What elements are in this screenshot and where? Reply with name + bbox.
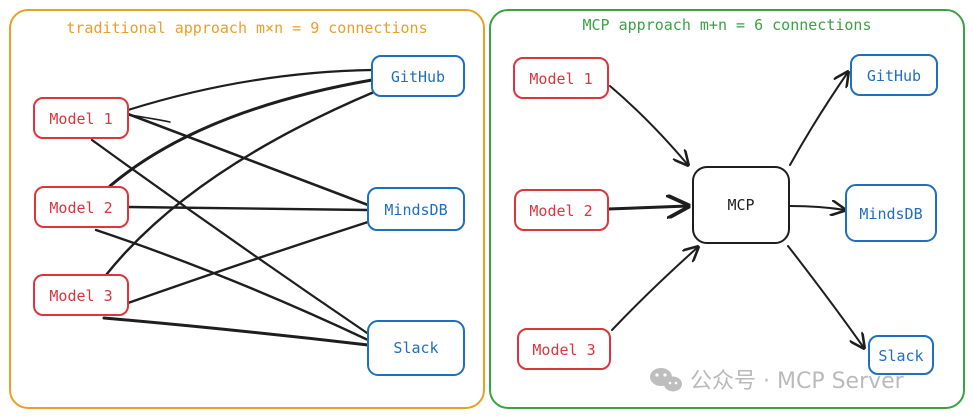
mcp-panel: MCP approach m+n = 6 connections Model 1… xyxy=(489,9,965,409)
model-box xyxy=(34,186,129,228)
tool-box xyxy=(845,184,937,242)
mcp-tool-mindsdb: MindsDB xyxy=(845,184,937,242)
mcp-tool-slack: Slack xyxy=(868,335,934,375)
arrow-mcp-mindsdb xyxy=(789,206,845,210)
model-label: Model 3 xyxy=(49,287,112,305)
arrow-model3-mcp xyxy=(611,247,698,331)
connection-model1-mindsdb xyxy=(126,112,370,207)
model-label: Model 3 xyxy=(532,341,595,359)
connection-model1-github xyxy=(126,68,374,112)
tool-box xyxy=(367,320,465,376)
connection-model2-github xyxy=(108,78,374,188)
arrow-mcp-slack xyxy=(787,245,864,348)
model-label: Model 1 xyxy=(529,70,592,88)
watermark: 公众号 · MCP Server xyxy=(650,368,905,394)
tool-label: GitHub xyxy=(867,67,921,85)
traditional-tool-github: GitHub xyxy=(371,55,465,97)
tool-label: Slack xyxy=(878,347,923,365)
arrow-model1-mcp xyxy=(609,85,688,165)
arrow-mcp-github xyxy=(789,72,848,166)
arrow-model2-mcp xyxy=(606,206,688,209)
mcp-connections xyxy=(606,72,864,348)
model-box xyxy=(514,189,609,231)
tool-box xyxy=(868,335,934,375)
hub-box xyxy=(692,166,790,244)
tool-box xyxy=(850,54,938,96)
traditional-model-3: Model 3 xyxy=(33,274,129,316)
mcp-tool-github: GitHub xyxy=(850,54,938,96)
mcp-hub: MCP xyxy=(692,166,790,244)
mcp-model-2: Model 2 xyxy=(514,189,609,231)
tool-box xyxy=(367,187,465,231)
model-box xyxy=(513,57,609,99)
traditional-connections xyxy=(90,68,376,347)
traditional-model-1: Model 1 xyxy=(33,97,129,139)
mcp-model-1: Model 1 xyxy=(513,57,609,99)
mcp-panel-title: MCP approach m+n = 6 connections xyxy=(583,16,872,34)
traditional-panel-frame xyxy=(9,9,485,409)
wechat-icon xyxy=(650,368,682,392)
traditional-panel: traditional approach m×n = 9 connections xyxy=(9,9,485,409)
traditional-panel-title: traditional approach m×n = 9 connections xyxy=(66,19,427,37)
connection-model2-slack xyxy=(94,228,370,342)
model-label: Model 2 xyxy=(529,202,592,220)
watermark-text: 公众号 · MCP Server xyxy=(690,369,905,394)
model-label: Model 2 xyxy=(49,199,112,217)
traditional-tool-slack: Slack xyxy=(367,320,465,376)
connection-model3-github xyxy=(104,90,376,277)
tool-label: MindsDB xyxy=(384,201,447,219)
connection-model2-mindsdb xyxy=(126,205,370,212)
model-box xyxy=(517,328,611,370)
model-label: Model 1 xyxy=(49,110,112,128)
connection-model3-mindsdb xyxy=(126,220,370,305)
connection-model3-slack xyxy=(102,316,370,347)
mcp-panel-frame xyxy=(489,9,965,409)
tool-label: Slack xyxy=(393,339,438,357)
mcp-model-3: Model 3 xyxy=(517,328,611,370)
traditional-model-2: Model 2 xyxy=(34,186,129,228)
hub-label: MCP xyxy=(727,196,754,214)
model-box xyxy=(33,97,129,139)
model-box xyxy=(33,274,129,316)
tool-box xyxy=(371,55,465,97)
tool-label: MindsDB xyxy=(859,205,922,223)
tool-label: GitHub xyxy=(391,68,445,86)
connection-model1-slack xyxy=(90,138,372,337)
traditional-tool-mindsdb: MindsDB xyxy=(367,187,465,231)
